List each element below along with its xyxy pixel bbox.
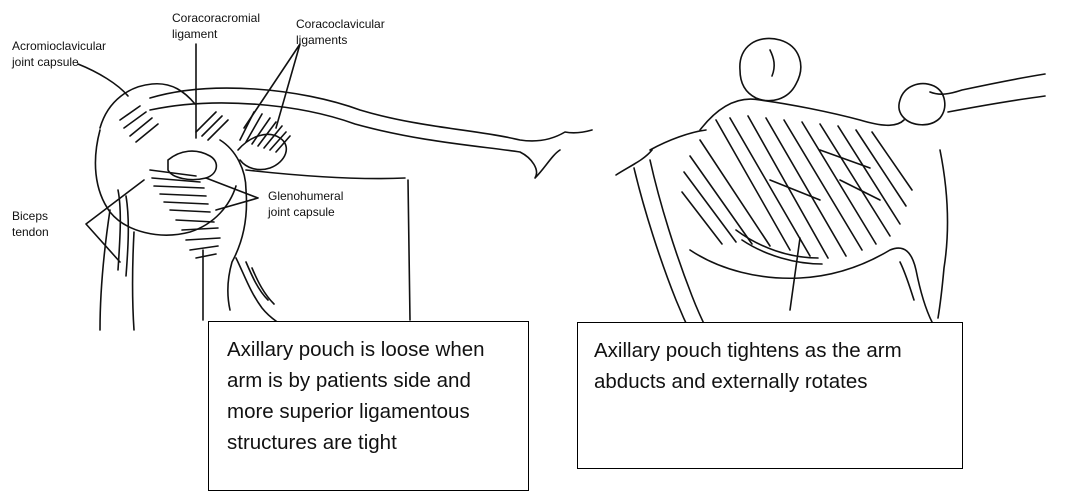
callout-loose-pouch: Axillary pouch is loose when arm is by p… [208, 321, 529, 491]
callout-tight-pouch: Axillary pouch tightens as the arm abduc… [577, 322, 963, 469]
left-shoulder-drawing [78, 44, 592, 330]
label-biceps-line2: tendon [12, 225, 49, 239]
label-glenohumeral-line2: joint capsule [267, 205, 335, 219]
label-coracoacromial-line2: ligament [172, 27, 218, 41]
label-coracoclavicular-line1: Coracoclavicular [296, 17, 385, 31]
label-coracoclavicular-line2: ligaments [296, 33, 347, 47]
label-glenohumeral-line1: Glenohumeral [268, 189, 343, 203]
label-coracoacromial-line1: Coracoracromial [172, 11, 260, 25]
label-ac-capsule-line2: joint capsule [11, 55, 79, 69]
label-biceps-line1: Biceps [12, 209, 48, 223]
label-ac-capsule-line1: Acromioclavicular [12, 39, 106, 53]
